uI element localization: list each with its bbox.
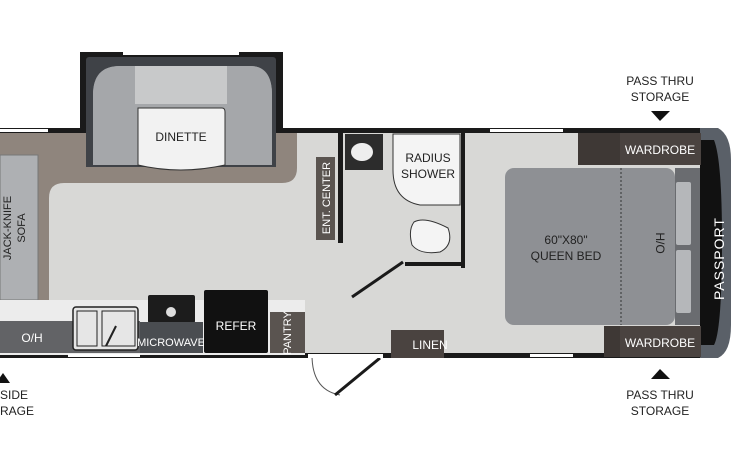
pantry[interactable] (270, 312, 305, 353)
refer-label: REFER (216, 319, 257, 333)
dinette-table[interactable] (137, 107, 226, 171)
sink-bowl-icon (351, 143, 373, 161)
brand-logo: PASSPORT (711, 217, 727, 300)
pass-thru-bottom-1: PASS THRU (626, 388, 694, 402)
linen-closet[interactable] (391, 330, 444, 358)
ent-center-label: ENT. CENTER (321, 162, 333, 234)
entry-door[interactable] (311, 354, 341, 396)
sink-basin-left (76, 310, 98, 347)
kitchen-sink[interactable] (72, 306, 139, 351)
pantry-label: PANTRY (282, 311, 294, 355)
refrigerator[interactable] (204, 290, 268, 353)
arrow-down-icon (651, 111, 670, 121)
dinette-window (123, 52, 239, 55)
window (0, 129, 48, 132)
ho-label: H/O (653, 232, 667, 253)
shower-label-2: SHOWER (401, 167, 455, 181)
microwave[interactable] (140, 322, 203, 353)
entry-door-panel (334, 356, 381, 397)
carpet-area (0, 133, 297, 300)
sofa-label-2: SOFA (16, 213, 28, 243)
bathroom-wall-bottom (405, 262, 465, 266)
burner-icon (166, 307, 176, 317)
arrow-up-icon (0, 373, 10, 383)
bed-label-1: 60"X80" (544, 233, 587, 247)
side-storage-1: SIDE (0, 388, 28, 402)
linen-label: LINEN (412, 338, 447, 352)
pillow (676, 182, 691, 245)
dinette-label: DINETTE (155, 130, 206, 144)
radius-shower[interactable] (392, 133, 461, 206)
overhead-label: O/H (21, 331, 42, 345)
pass-thru-top-2: STORAGE (631, 90, 689, 104)
arrow-up-icon (651, 369, 670, 379)
queen-bed[interactable] (505, 168, 675, 325)
bed-label-2: QUEEN BED (531, 249, 602, 263)
wardrobe-top-label: WARDROBE (625, 143, 695, 157)
window (490, 129, 563, 132)
pass-thru-top-1: PASS THRU (626, 74, 694, 88)
pillow (676, 250, 691, 313)
front-cap-inner (700, 140, 722, 345)
window (68, 354, 140, 357)
shower-label-1: RADIUS (405, 151, 450, 165)
bathroom-wall (338, 133, 343, 243)
entry-door-opening (308, 354, 383, 358)
toilet[interactable] (409, 219, 451, 254)
faucet-icon (105, 325, 117, 347)
wardrobe-bottom-label: WARDROBE (625, 336, 695, 350)
sink-basin-right (101, 310, 136, 347)
pass-thru-bottom-2: STORAGE (631, 404, 689, 418)
bathroom-wall-right (461, 133, 465, 268)
window (530, 354, 573, 357)
entertainment-center[interactable] (316, 157, 335, 240)
side-storage-2: RAGE (0, 404, 34, 418)
microwave-label: MICROWAVE (137, 337, 205, 349)
bathroom-door[interactable] (351, 260, 404, 299)
sofa-label-1: JACK-KNIFE (2, 196, 14, 260)
